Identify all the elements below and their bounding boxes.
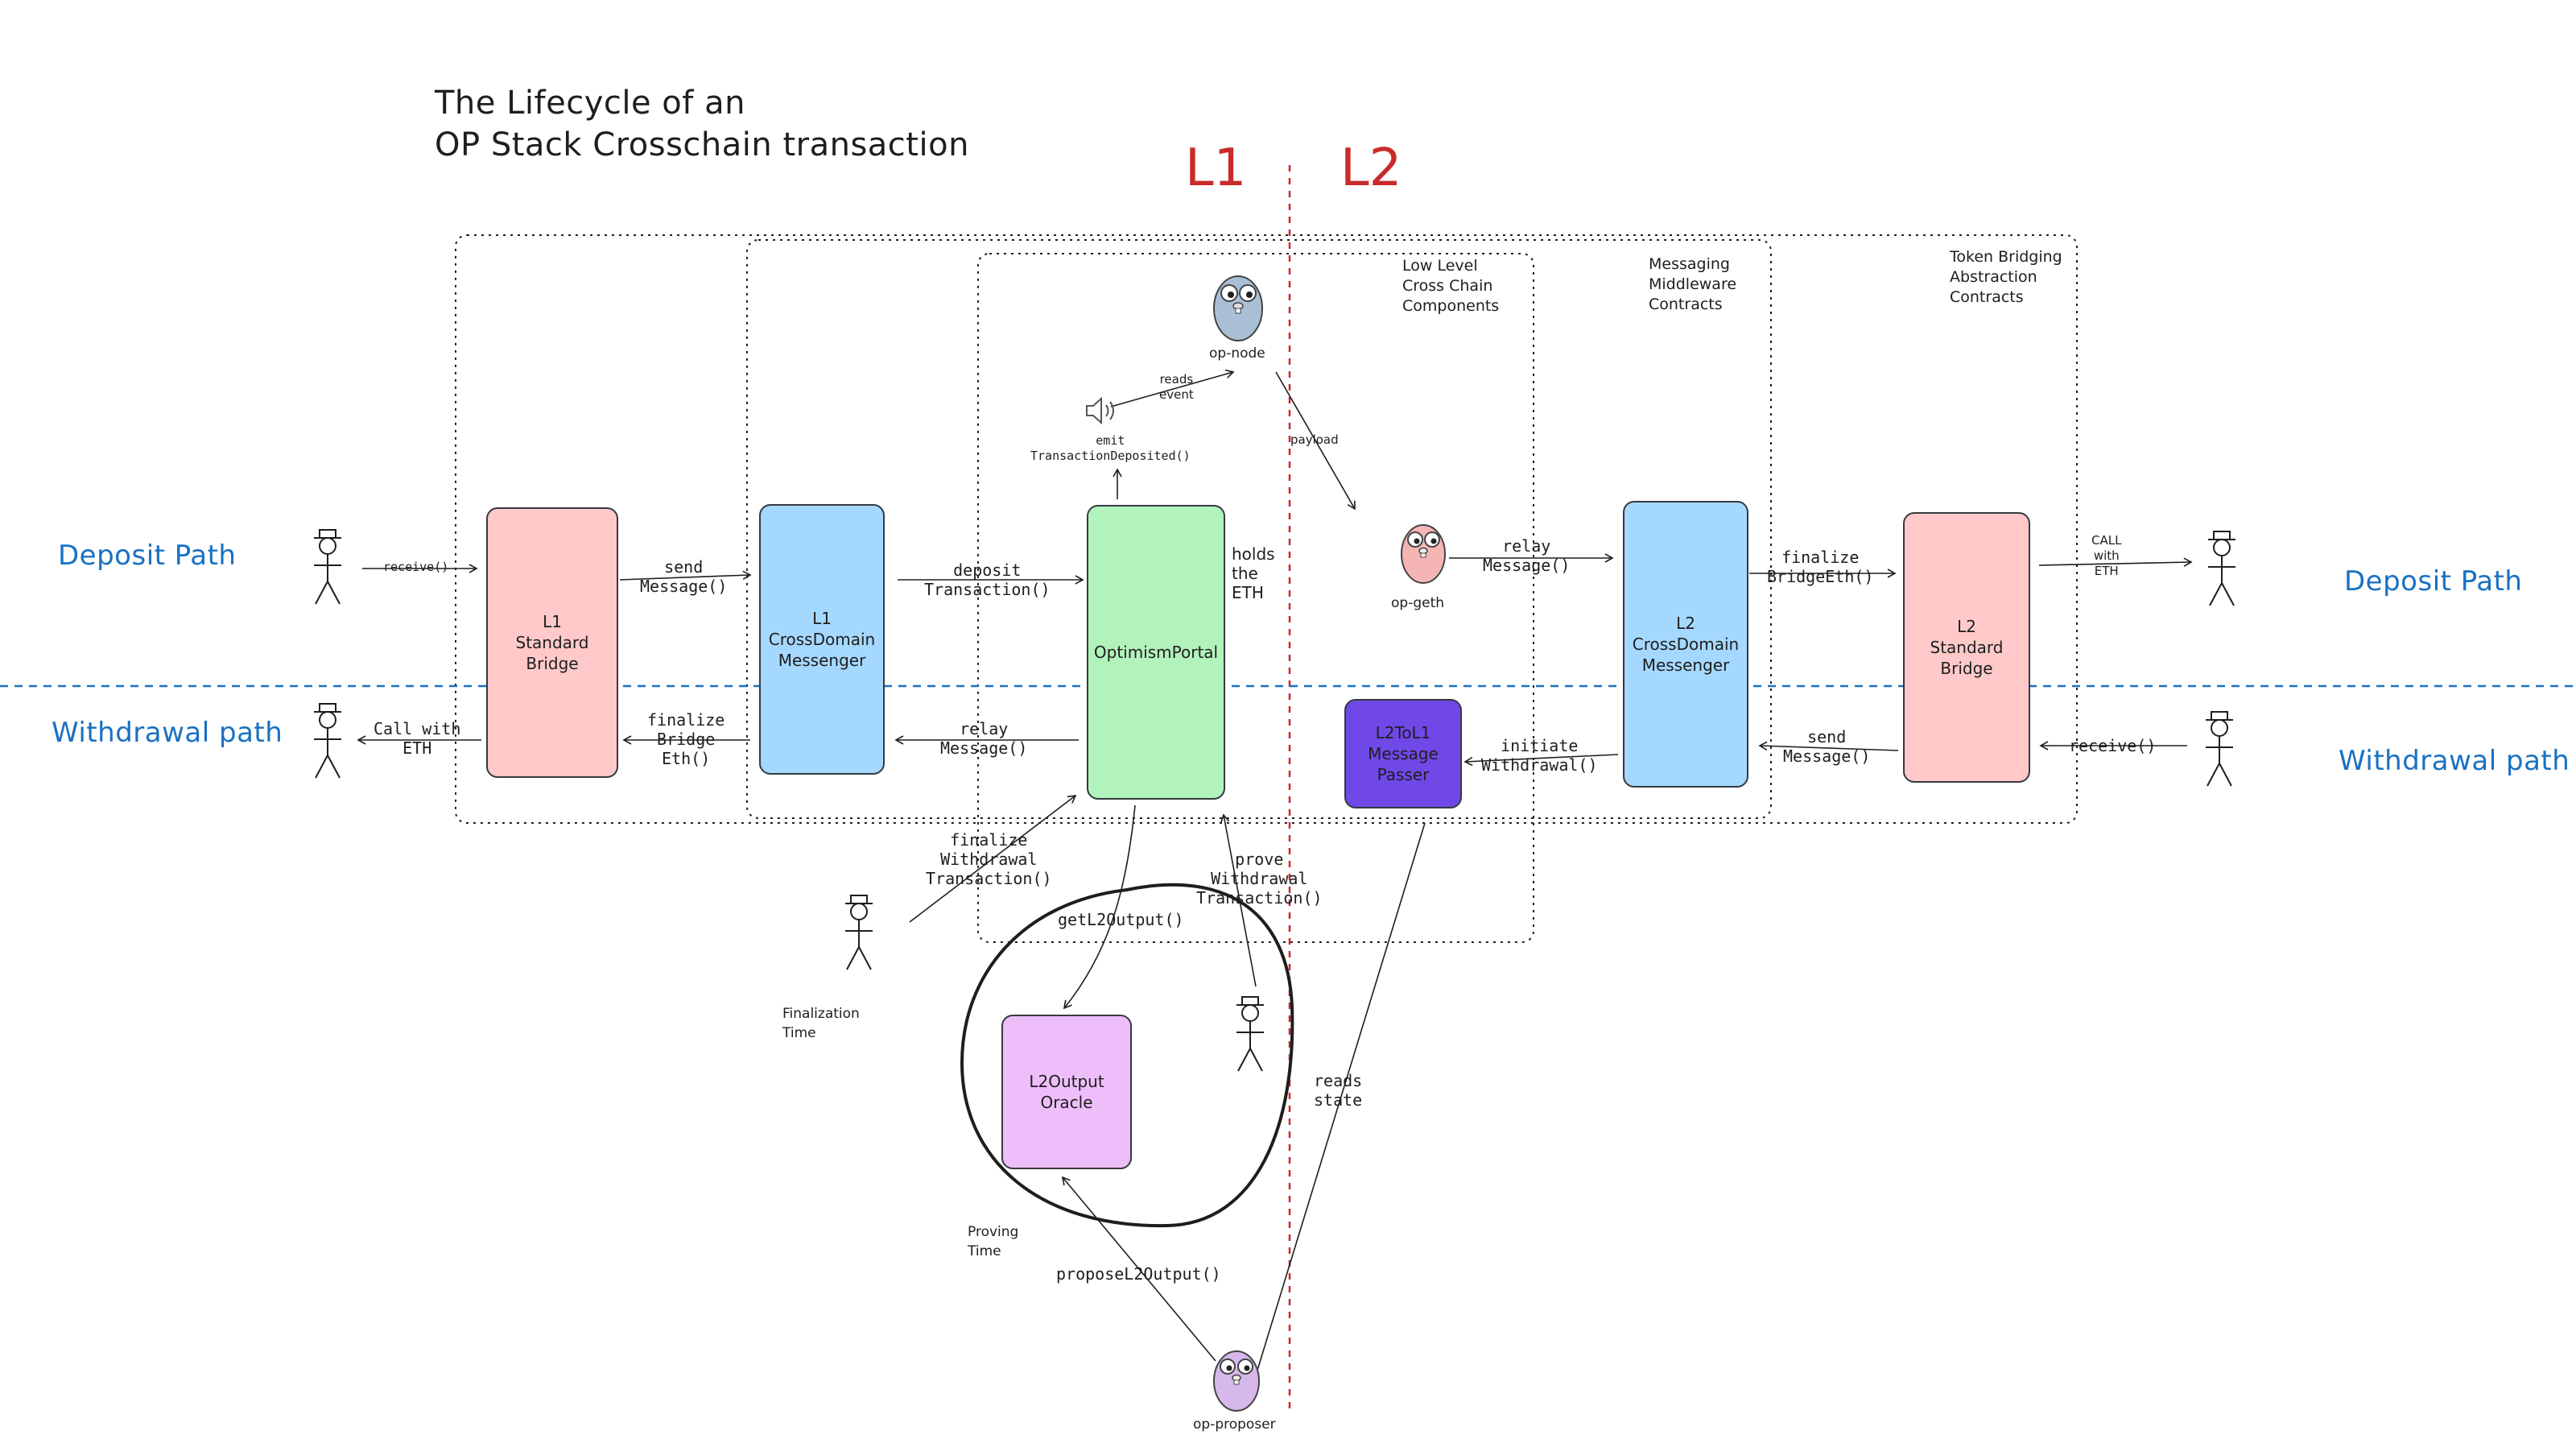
l1-label: L1: [1185, 139, 1247, 198]
l1-crossdomain-messenger[interactable]: L1 CrossDomain Messenger: [759, 504, 885, 775]
user-icon-deposit-left: [314, 529, 341, 605]
user-icon-finalizer: [845, 895, 873, 970]
l2-standard-bridge-label: L2 Standard Bridge: [1930, 617, 2004, 678]
arrow-send-message-l2: [1758, 741, 1899, 751]
title-line-2: OP Stack Crosschain transaction: [435, 126, 969, 163]
label-holds-eth: holds the ETH: [1232, 544, 1275, 602]
op-proposer-label: op-proposer: [1193, 1416, 1276, 1433]
messaging-frame: [746, 239, 1772, 819]
user-icon-prover: [1236, 996, 1264, 1072]
user-icon-deposit-right: [2208, 531, 2235, 606]
label-prove-withdrawal: prove Withdrawal Transaction(): [1196, 850, 1323, 908]
low-level-frame: [977, 253, 1534, 943]
title-line-1: The Lifecycle of an: [435, 85, 745, 122]
l1-standard-bridge[interactable]: L1 Standard Bridge: [486, 507, 618, 778]
label-receive-right: receive(): [2069, 736, 2157, 755]
label-get-l2-output: getL2Output(): [1058, 910, 1184, 929]
l2output-oracle[interactable]: L2Output Oracle: [1001, 1015, 1132, 1169]
optimism-portal[interactable]: OptimismPortal: [1087, 505, 1225, 800]
user-icon-withdrawal-left: [314, 703, 341, 779]
l2-crossdomain-messenger-label: L2 CrossDomain Messenger: [1632, 614, 1740, 675]
l2-crossdomain-messenger[interactable]: L2 CrossDomain Messenger: [1623, 501, 1748, 788]
op-node-label: op-node: [1209, 345, 1265, 362]
l2output-oracle-label: L2Output Oracle: [1029, 1072, 1104, 1112]
speaker-icon: [1086, 396, 1114, 425]
label-reads-event: reads event: [1159, 372, 1194, 402]
arrow-reads-state: [1255, 822, 1426, 1376]
proving-time-circle: [960, 883, 1294, 1228]
label-relay-message-l2: relay Message(): [1483, 536, 1571, 575]
label-emit-event: emit TransactionDeposited(): [1030, 433, 1191, 463]
label-call-eth-left: Call with ETH: [374, 719, 461, 758]
label-relay-message-l1: relay Message(): [940, 719, 1028, 758]
label-finalize-withdrawal: finalize Withdrawal Transaction(): [926, 830, 1052, 888]
arrow-payload: [1275, 371, 1356, 511]
label-payload: payload: [1290, 432, 1339, 447]
label-deposit-transaction: deposit Transaction(): [924, 560, 1051, 599]
l2-label: L2: [1340, 139, 1402, 198]
withdrawal-path-label-left: Withdrawal path: [52, 717, 283, 749]
label-call-eth-right: CALL with ETH: [2091, 533, 2122, 578]
arrow-prove-withdrawal: [1220, 813, 1257, 987]
deposit-path-label-right: Deposit Path: [2344, 565, 2523, 598]
gopher-icon-op-geth: [1401, 524, 1446, 584]
l2tol1-message-passer[interactable]: L2ToL1 Message Passer: [1344, 699, 1462, 808]
gopher-icon-op-node: [1213, 275, 1263, 341]
deposit-path-label-left: Deposit Path: [58, 540, 237, 572]
arrow-get-l2-output: [1063, 804, 1136, 1010]
label-initiate-withdrawal: initiate Withdrawal(): [1481, 736, 1598, 775]
finalization-time-label: Finalization Time: [782, 1006, 860, 1041]
arrow-finalize-withdrawal: [909, 795, 1077, 923]
arrow-initiate-withdrawal: [1463, 754, 1619, 767]
arrow-call-eth-right: [2038, 557, 2193, 567]
label-finalize-bridge-eth-l1: finalize Bridge Eth(): [647, 710, 725, 768]
label-send-message-l1: send Message(): [640, 557, 728, 596]
optimism-portal-label: OptimismPortal: [1093, 643, 1219, 662]
label-propose-l2-output: proposeL2Output(): [1056, 1264, 1221, 1284]
l2tol1-message-passer-label: L2ToL1 Message Passer: [1368, 723, 1439, 784]
gopher-icon-op-proposer: [1213, 1350, 1260, 1412]
user-icon-withdrawal-right: [2206, 711, 2233, 787]
withdrawal-path-label-right: Withdrawal path: [2339, 745, 2570, 777]
proving-time-label: Proving Time: [968, 1224, 1019, 1259]
arrow-propose-l2-output: [1061, 1176, 1216, 1362]
token-bridging-frame: [455, 234, 2078, 824]
arrow-send-message-l1: [619, 570, 752, 581]
page-title: The Lifecycle of an OP Stack Crosschain …: [435, 82, 969, 166]
group-label-token: Token Bridging Abstraction Contracts: [1950, 248, 2062, 306]
l1-standard-bridge-label: L1 Standard Bridge: [515, 612, 589, 673]
l1-crossdomain-messenger-label: L1 CrossDomain Messenger: [768, 609, 876, 670]
group-label-messaging: Messaging Middleware Contracts: [1649, 255, 1737, 313]
label-finalize-bridge-eth-l2: finalize BridgeEth(): [1767, 548, 1874, 586]
arrow-reads-event: [1110, 369, 1235, 407]
label-send-message-l2: send Message(): [1783, 727, 1871, 766]
group-label-low-level: Low Level Cross Chain Components: [1402, 257, 1500, 315]
label-reads-state: reads state: [1314, 1071, 1363, 1110]
op-geth-label: op-geth: [1391, 595, 1445, 611]
label-receive-left: receive(): [383, 560, 449, 574]
l2-standard-bridge[interactable]: L2 Standard Bridge: [1903, 512, 2030, 783]
